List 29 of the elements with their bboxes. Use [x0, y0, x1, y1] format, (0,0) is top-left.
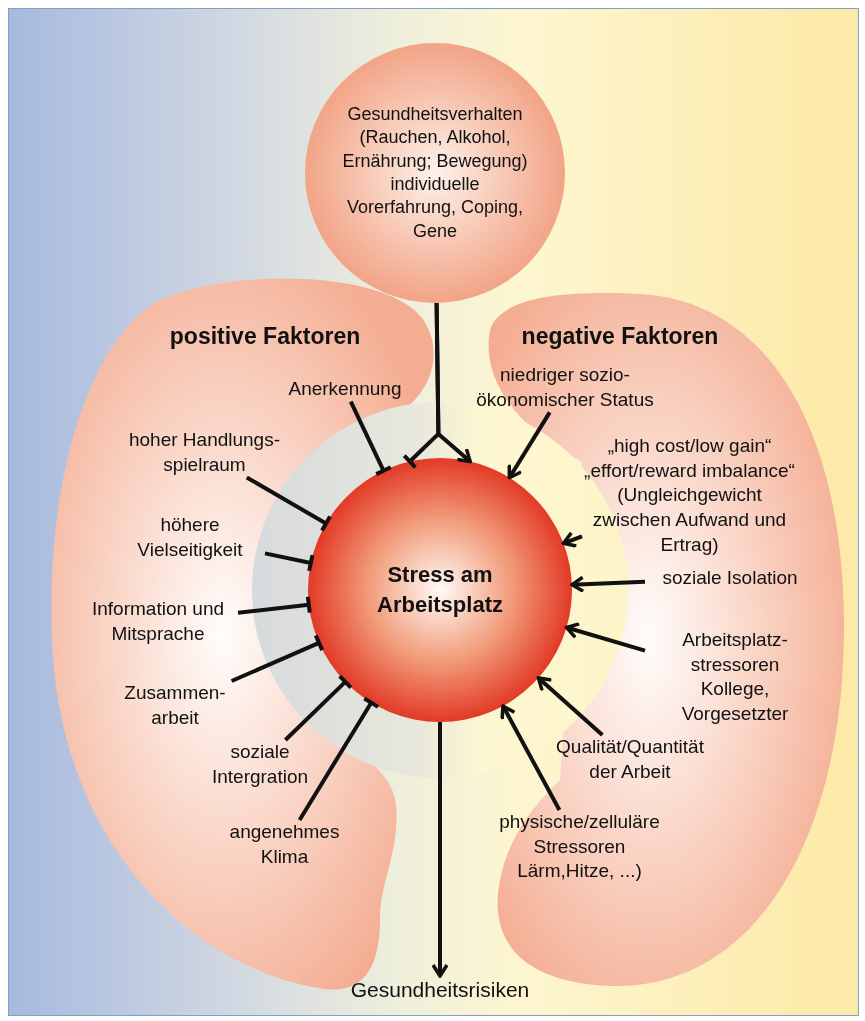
- connector-arrow: [507, 411, 552, 480]
- connector-arrow: [561, 531, 583, 548]
- factor-label: Information und Mitsprache: [91, 597, 225, 646]
- factor-label: soziale Isolation: [661, 566, 799, 590]
- connector-arrow: [434, 302, 472, 464]
- center-title: Stress am Arbeitsplatz: [377, 561, 503, 619]
- factor-label: hoher Handlungs- spielraum: [127, 428, 281, 477]
- factor-label: Qualität/Quantität der Arbeit: [555, 735, 705, 784]
- factor-label: physische/zelluläre Stressoren: [498, 810, 661, 859]
- connector-arrow: [570, 575, 646, 593]
- factor-text: Gesundheitsverhalten (Rauchen, Alkohol, Ernährung; Bewegung): [341, 102, 529, 173]
- factor-label: Lärm,Hitze, ...): [516, 859, 643, 884]
- factor-label: Kollege, Vorgesetzter: [680, 677, 790, 727]
- connector-arrow: [536, 676, 604, 737]
- connector-arrow: [431, 722, 449, 978]
- factor-text: individuelle Vorerfahrung, Coping, Gene: [345, 173, 525, 243]
- group-heading: positive Faktoren: [168, 322, 362, 351]
- connector-arrow: [500, 704, 562, 811]
- factor-label: niedriger sozio- ökonomischer Status: [475, 363, 655, 412]
- group-heading: negative Faktoren: [520, 322, 720, 351]
- factor-label: angenehmes Klima: [228, 820, 341, 869]
- outcome-label: Gesundheitsrisiken: [349, 977, 531, 1003]
- factor-label: „high cost/low gain“ „effort/reward imbalance“ (Ungleichgewicht zwischen Aufwand und Ertrag): [583, 434, 796, 557]
- factor-label: höhere Vielseitigkeit: [136, 513, 244, 562]
- factor-label: Arbeitsplatz- stressoren: [681, 628, 789, 677]
- factor-label: Zusammen- arbeit: [123, 681, 227, 730]
- factor-label: Anerkennung: [287, 377, 403, 401]
- factor-label: soziale Intergration: [210, 740, 310, 789]
- connector-arrow: [564, 622, 646, 653]
